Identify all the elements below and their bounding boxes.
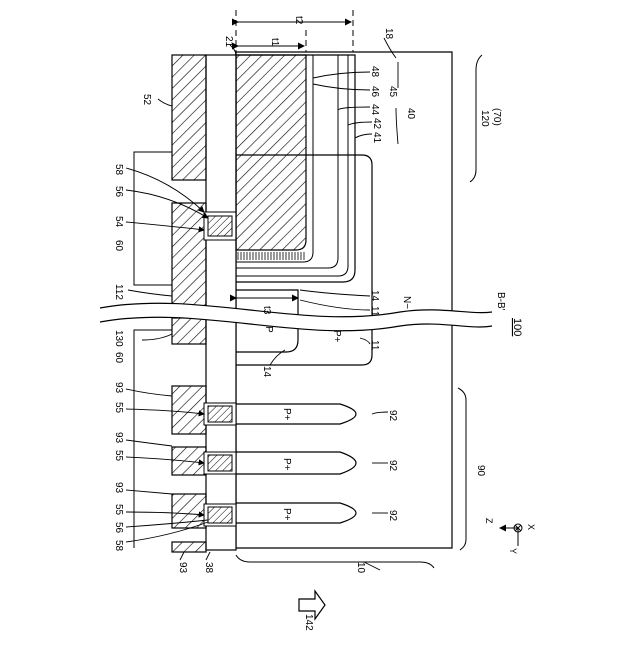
vertical-lines-layer [236, 252, 306, 260]
label-55-c: 55 [113, 504, 124, 516]
label-p-plus-finger-3: P+ [281, 508, 292, 521]
label-38: 38 [203, 562, 214, 574]
insulating-layer-38 [206, 55, 236, 550]
label-130: 130 [113, 330, 124, 347]
label-54: 54 [113, 216, 124, 228]
label-112: 112 [113, 284, 124, 300]
label-60-mid: 60 [113, 352, 124, 364]
electrode-112 [172, 203, 206, 311]
label-10: 10 [355, 562, 366, 574]
label-14-left: 14 [261, 366, 272, 378]
label-40: 40 [405, 108, 416, 120]
label-92-b: 92 [387, 460, 398, 472]
label-48: 48 [369, 66, 380, 78]
label-58-top: 58 [113, 164, 124, 176]
label-52: 52 [141, 94, 152, 106]
label-55-a: 55 [113, 402, 124, 414]
electrode-44-hatched [236, 55, 306, 250]
label-92-c: 92 [387, 510, 398, 522]
label-45: 45 [387, 86, 398, 98]
label-18: 18 [383, 28, 394, 40]
label-21: 21 [223, 36, 234, 48]
label-section-bb: B-B' [495, 292, 506, 311]
label-p-plus-base: P+ [331, 330, 342, 343]
plug-56-top [208, 216, 232, 236]
label-42: 42 [371, 118, 382, 130]
label-55-b: 55 [113, 450, 124, 462]
label-70: (70) [491, 108, 502, 126]
label-axis-x: X [526, 524, 536, 530]
label-t2: t2 [293, 16, 304, 25]
label-p-region: P [263, 326, 274, 333]
label-142: 142 [303, 614, 314, 631]
p-plus-fingers-92 [236, 404, 356, 523]
label-93-c: 93 [113, 482, 124, 494]
pad-outline-60-lower [134, 330, 172, 548]
label-14-right: 14 [369, 290, 380, 302]
label-41: 41 [371, 132, 382, 144]
label-93-bot: 93 [177, 562, 188, 574]
electrode-52 [172, 55, 206, 180]
label-n-minus: N− [401, 296, 412, 309]
label-device-100: 100 [511, 318, 523, 336]
label-t1: t1 [269, 38, 280, 47]
label-46: 46 [369, 86, 380, 98]
label-56-bot: 56 [113, 522, 124, 534]
label-t3: t3 [261, 306, 272, 315]
label-p-plus-finger-2: P+ [281, 458, 292, 471]
coordinate-axes [500, 524, 522, 546]
label-axis-z: Z [484, 518, 494, 524]
label-92-a: 92 [387, 410, 398, 422]
label-93-a: 93 [113, 382, 124, 394]
label-p-plus-finger-1: P+ [281, 408, 292, 421]
label-58-bot: 58 [113, 540, 124, 552]
label-93-b: 93 [113, 432, 124, 444]
label-11-right: 11 [369, 306, 380, 317]
label-56-top: 56 [113, 186, 124, 198]
label-axis-y: Y [508, 548, 518, 554]
label-44: 44 [369, 104, 380, 116]
electrode-130 [172, 318, 206, 344]
label-120: 120 [479, 110, 490, 127]
label-11-left: 11 [369, 340, 380, 351]
label-90: 90 [475, 465, 486, 477]
label-60-top: 60 [113, 240, 124, 252]
